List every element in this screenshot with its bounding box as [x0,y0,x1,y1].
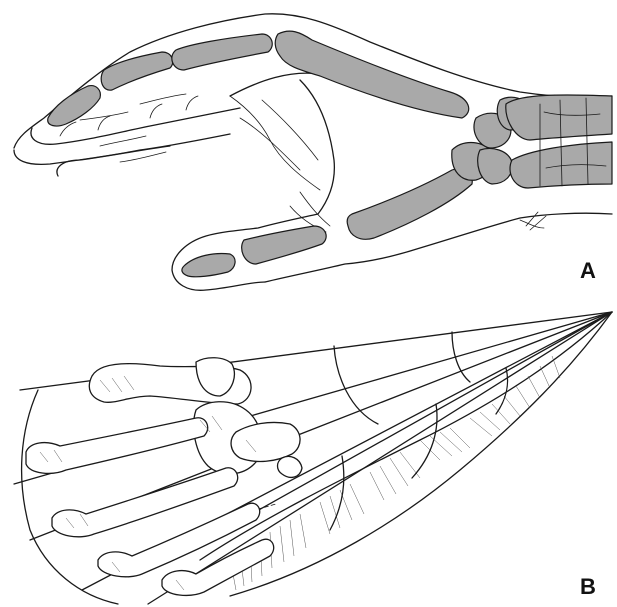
finger-tip-b [278,456,303,477]
panel-label-b: B [580,574,596,600]
radius-bone [506,95,612,140]
thumb-distal-phalanx [182,254,235,277]
hand-palmar-outline [265,213,612,282]
panel-label-a: A [580,258,596,284]
panel-a-hand-lateral-view [14,14,612,291]
panel-b-perspective-cone [14,312,612,604]
finger-outline-index [14,134,230,164]
index-metacarpal [275,31,469,118]
thumb-metacarpal [347,169,472,239]
index-distal-phalanx [48,86,101,126]
carpal-capitate [478,149,513,185]
index-middle-phalanx [101,52,173,90]
index-metacarpal-b [26,418,208,474]
thumb-proximal-phalanx [242,226,327,264]
index-proximal-phalanx [172,34,272,70]
skeletal-hand [26,358,302,596]
